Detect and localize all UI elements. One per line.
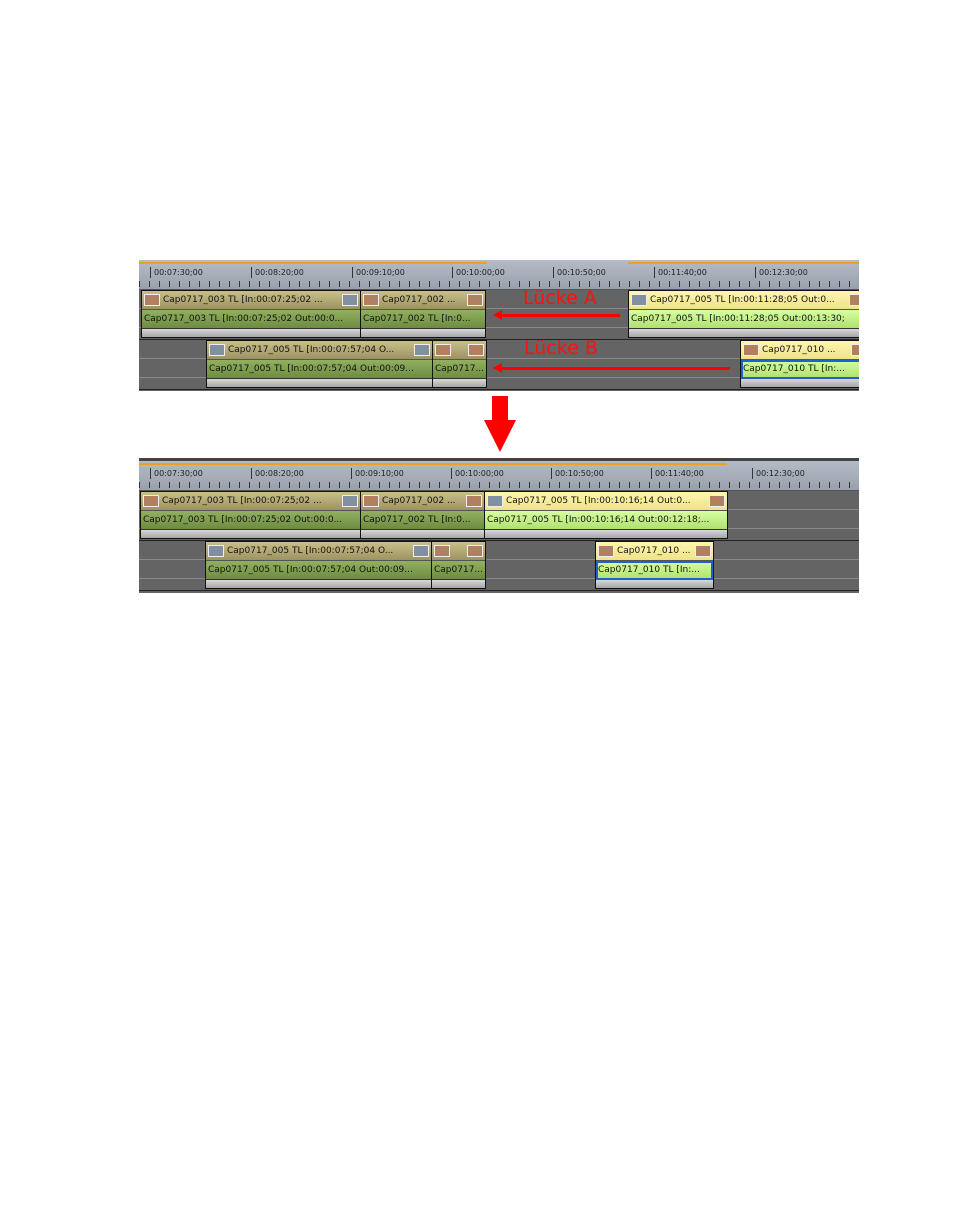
ruler-label: 00:07:30;00 <box>150 267 203 278</box>
arrow-down-icon <box>492 396 508 420</box>
clip-audio-label: Cap0717... <box>432 561 485 580</box>
clip[interactable]: Cap0717_005 TL [In:00:10:16;14 Out:0... C… <box>484 491 728 539</box>
thumbnail-icon <box>709 495 725 507</box>
clip-video-label: Cap0717_005 TL [In:00:07:57;04 O... <box>228 345 395 355</box>
clip-audio-label: Cap0717... <box>433 360 486 379</box>
timeline-before: 00:07:30;00 00:08:20;00 00:09:10;00 00:1… <box>139 260 859 391</box>
thumbnail-icon <box>363 495 379 507</box>
thumbnail-icon <box>342 495 358 507</box>
thumbnail-icon <box>208 545 224 557</box>
time-ruler[interactable]: 00:07:30;00 00:08:20;00 00:09:10;00 00:1… <box>139 461 859 491</box>
ruler-label: 00:10:50;00 <box>553 267 606 278</box>
ruler-label: 00:08:20;00 <box>251 267 304 278</box>
thumbnail-icon <box>598 545 614 557</box>
clip-video-label: Cap0717_003 TL [In:00:07:25;02 ... <box>162 496 322 506</box>
thumbnail-icon <box>414 344 430 356</box>
clip-audio-label: Cap0717_010 TL [In:... <box>596 561 713 580</box>
clip[interactable]: Cap0717_005 TL [In:00:11:28;05 Out:0... C… <box>628 290 859 338</box>
ruler-label: 00:10:00;00 <box>451 468 504 479</box>
thumbnail-icon <box>144 294 160 306</box>
thumbnail-icon <box>487 495 503 507</box>
ruler-label: 00:12:30;00 <box>755 267 808 278</box>
range-marker <box>628 262 859 264</box>
thumbnail-icon <box>434 545 450 557</box>
thumbnail-icon <box>466 495 482 507</box>
thumbnail-icon <box>143 495 159 507</box>
clip[interactable]: Cap0717_005 TL [In:00:07:57;04 O... Cap07… <box>205 541 432 589</box>
clip-audio-label: Cap0717_005 TL [In:00:07:57;04 Out:00:09… <box>207 360 432 379</box>
track-2: Cap0717_005 TL [In:00:07:57;04 O... Cap07… <box>139 340 859 390</box>
clip-video-label: Cap0717_002 ... <box>382 295 456 305</box>
ruler-label: 00:08:20;00 <box>251 468 304 479</box>
clip-audio-label: Cap0717_003 TL [In:00:07:25;02 Out:00:0.… <box>141 511 360 530</box>
ruler-label: 00:11:40;00 <box>651 468 704 479</box>
clip-audio-label: Cap0717_003 TL [In:00:07:25;02 Out:00:0.… <box>142 310 360 329</box>
clip[interactable]: Cap0717_002 ... Cap0717_002 TL [In:0... <box>360 491 485 539</box>
thumbnail-icon <box>851 344 859 356</box>
clip-audio-label: Cap0717_002 TL [In:0... <box>361 310 485 329</box>
clip[interactable]: Cap0717_003 TL [In:00:07:25;02 ... Cap071… <box>140 491 361 539</box>
clip[interactable]: Cap0717_003 TL [In:00:07:25;02 ... Cap071… <box>141 290 361 338</box>
thumbnail-icon <box>695 545 711 557</box>
arrow-down-head <box>484 420 516 452</box>
range-marker <box>139 262 487 264</box>
thumbnail-icon <box>209 344 225 356</box>
clip-audio-label: Cap0717_010 TL [In:... <box>741 360 859 379</box>
clip-video-label: Cap0717_005 TL [In:00:11:28;05 Out:0... <box>650 295 835 305</box>
clip-audio-label: Cap0717_005 TL [In:00:11:28;05 Out:00:13… <box>629 310 859 329</box>
track-1: Cap0717_003 TL [In:00:07:25;02 ... Cap071… <box>139 290 859 340</box>
thumbnail-icon <box>467 545 483 557</box>
thumbnail-icon <box>342 294 358 306</box>
thumbnail-icon <box>467 294 483 306</box>
clip-video-label: Cap0717_005 TL [In:00:10:16;14 Out:0... <box>506 496 691 506</box>
ruler-ticks <box>139 482 859 488</box>
clip-video-label: Cap0717_003 TL [In:00:07:25;02 ... <box>163 295 323 305</box>
clip[interactable]: Cap0717_010 ... Cap0717_010 TL [In:... <box>740 340 859 388</box>
clip[interactable]: Cap0717_002 ... Cap0717_002 TL [In:0... <box>360 290 486 338</box>
clip-audio-label: Cap0717_005 TL [In:00:07:57;04 Out:00:09… <box>206 561 431 580</box>
clip[interactable]: Cap0717_005 TL [In:00:07:57;04 O... Cap07… <box>206 340 433 388</box>
clip-video-label: Cap0717_010 ... <box>762 345 836 355</box>
gap-a-label: Lücke A <box>523 287 597 309</box>
time-ruler[interactable]: 00:07:30;00 00:08:20;00 00:09:10;00 00:1… <box>139 260 859 290</box>
ruler-label: 00:11:40;00 <box>654 267 707 278</box>
thumbnail-icon <box>849 294 859 306</box>
arrow-left-icon <box>493 363 730 373</box>
clip-audio-label: Cap0717_005 TL [In:00:10:16;14 Out:00:12… <box>485 511 727 530</box>
ruler-label: 00:10:00;00 <box>452 267 505 278</box>
thumbnail-icon <box>435 344 451 356</box>
ruler-label: 00:10:50;00 <box>551 468 604 479</box>
timeline-after: 00:07:30;00 00:08:20;00 00:09:10;00 00:1… <box>139 458 859 593</box>
clip[interactable]: Cap0717... <box>431 541 486 589</box>
clip-video-label: Cap0717_010 ... <box>617 546 691 556</box>
thumbnail-icon <box>363 294 379 306</box>
ruler-label: 00:09:10;00 <box>352 267 405 278</box>
ruler-label: 00:12:30;00 <box>752 468 805 479</box>
ruler-label: 00:09:10;00 <box>351 468 404 479</box>
track-1: Cap0717_003 TL [In:00:07:25;02 ... Cap071… <box>139 491 859 541</box>
clip-audio-label: Cap0717_002 TL [In:0... <box>361 511 484 530</box>
ruler-ticks <box>139 281 859 287</box>
clip[interactable]: Cap0717... <box>432 340 487 388</box>
ruler-label: 00:07:30;00 <box>150 468 203 479</box>
thumbnail-icon <box>413 545 429 557</box>
arrow-left-icon <box>493 310 620 320</box>
thumbnail-icon <box>468 344 484 356</box>
gap-b-label: Lücke B <box>524 337 598 359</box>
thumbnail-icon <box>743 344 759 356</box>
clip[interactable]: Cap0717_010 ... Cap0717_010 TL [In:... <box>595 541 714 589</box>
clip-video-label: Cap0717_005 TL [In:00:07:57;04 O... <box>227 546 394 556</box>
clip-video-label: Cap0717_002 ... <box>382 496 456 506</box>
track-2: Cap0717_005 TL [In:00:07:57;04 O... Cap07… <box>139 541 859 591</box>
thumbnail-icon <box>631 294 647 306</box>
range-marker <box>139 463 727 465</box>
